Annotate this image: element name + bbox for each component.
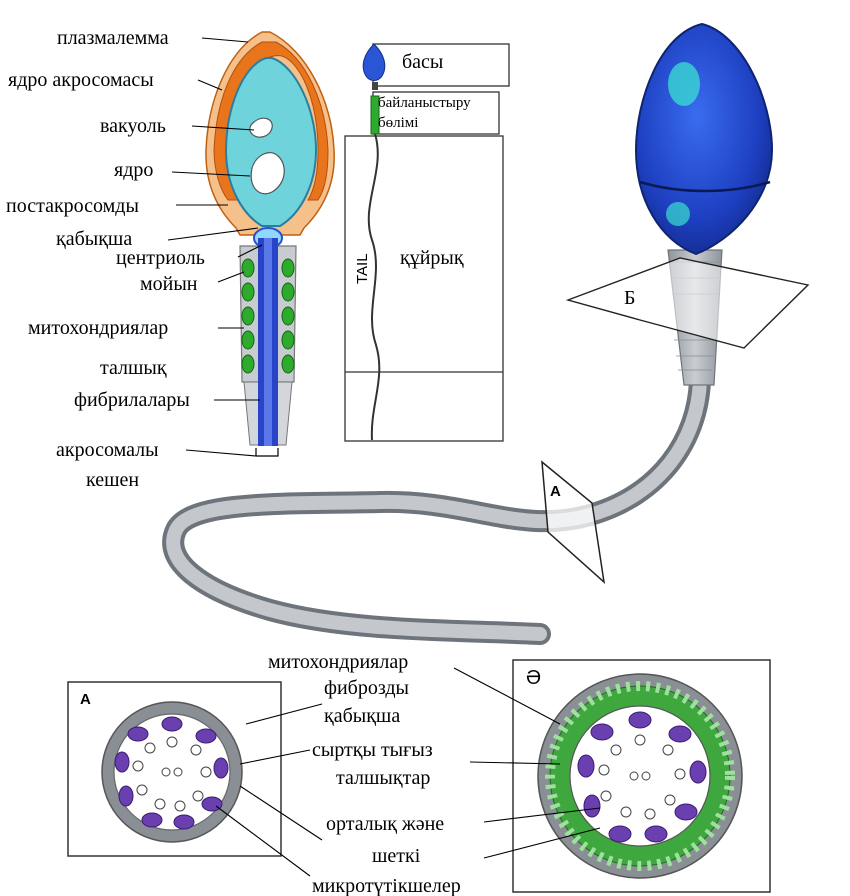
label-mitochondria-left: митохондриялар bbox=[28, 317, 169, 339]
nucleus-region bbox=[224, 57, 318, 227]
longitudinal-section bbox=[167, 31, 335, 457]
plane-b bbox=[565, 257, 810, 349]
label-central-3: микротүтікшелер bbox=[312, 875, 461, 896]
label-acrosomal-1: акросомалы bbox=[56, 439, 159, 461]
nucleus-vacuole-shape bbox=[250, 152, 285, 195]
label-neck: мойын bbox=[140, 273, 198, 295]
label-postacrosomal-2: қабықша bbox=[56, 228, 133, 250]
acrosomal-bracket bbox=[255, 448, 279, 457]
label-axial-2: фибрилалары bbox=[74, 389, 190, 411]
label-acrosomal-2: кешен bbox=[86, 469, 140, 491]
ae-doublets bbox=[577, 711, 707, 843]
head-box bbox=[372, 43, 510, 87]
label-mitochondria-right: митохондриялар bbox=[268, 651, 409, 673]
label-box-a: А bbox=[80, 691, 91, 708]
label-outer-dense-2: талшықтар bbox=[336, 767, 431, 789]
label-central-2: шеткі bbox=[372, 845, 421, 867]
cross-section-ae bbox=[512, 659, 771, 893]
a-doublets bbox=[114, 716, 229, 830]
label-tail-en: TAIL bbox=[354, 253, 371, 284]
label-head: басы bbox=[402, 51, 444, 73]
label-central-1: орталық және bbox=[326, 813, 445, 835]
label-tail-kz: құйрық bbox=[400, 247, 464, 269]
label-centriole: центриоль bbox=[116, 247, 205, 269]
label-connecting-2: бөлімі bbox=[378, 115, 419, 131]
label-nucleus: ядро bbox=[114, 159, 154, 181]
label-plane-b: Б bbox=[624, 287, 636, 309]
head-3d bbox=[634, 22, 774, 256]
label-vacuole: вакуоль bbox=[100, 115, 166, 137]
head-highlight-1 bbox=[668, 62, 700, 106]
mini-tail bbox=[367, 133, 381, 441]
label-fibrous-2: қабықша bbox=[324, 705, 401, 727]
connecting-box bbox=[372, 91, 500, 135]
schematic-segments bbox=[344, 43, 510, 442]
label-acrosome-nucleus: ядро акросомасы bbox=[8, 69, 154, 91]
cross-section-a bbox=[67, 681, 282, 857]
label-axial-1: талшық bbox=[100, 357, 167, 379]
label-fibrous-1: фиброзды bbox=[324, 677, 409, 699]
mini-head bbox=[362, 43, 386, 81]
label-connecting-1: байланыстыру bbox=[378, 95, 471, 111]
label-plane-a: А bbox=[550, 483, 561, 500]
vacuole-shape bbox=[249, 117, 273, 138]
sperm-3d bbox=[162, 22, 810, 645]
label-postacrosomal-1: постакросомды bbox=[6, 195, 139, 217]
label-plasmalemma: плазмалемма bbox=[57, 27, 169, 49]
mitochondria-beads bbox=[241, 258, 295, 374]
tail-box bbox=[344, 135, 504, 442]
bottom-leader-lines bbox=[215, 667, 601, 877]
head-highlight-2 bbox=[666, 202, 690, 226]
label-box-ae: Ә bbox=[526, 667, 542, 689]
label-outer-dense-1: сыртқы тығыз bbox=[312, 739, 433, 761]
left-leader-lines bbox=[167, 37, 263, 457]
plane-a bbox=[541, 460, 606, 584]
